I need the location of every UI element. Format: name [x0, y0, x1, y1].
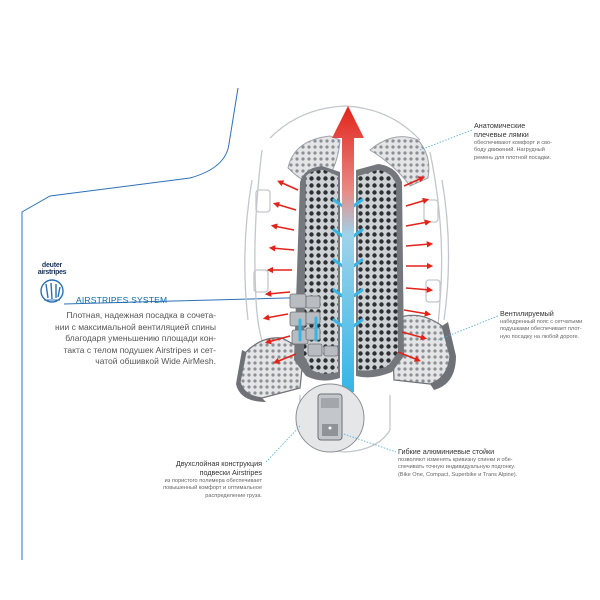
left-hip-belt	[239, 337, 305, 399]
callout-belt-title: Вентилируемый	[500, 309, 554, 318]
callout-shoulder-desc: обеспечивают комфорт и сво- боду движени…	[474, 140, 553, 161]
callout-hip-belt: Вентилируемый набедренный пояс с сетчаты…	[500, 309, 596, 341]
callout-shoulder-straps: Анатомические плечевые лямки обеспечиваю…	[474, 121, 584, 162]
callout-shoulder-title: Анатомические плечевые лямки	[474, 121, 529, 139]
airstripes-logo-icon	[40, 279, 64, 303]
right-hip-belt-edge	[430, 322, 456, 390]
left-hip-belt-edge	[236, 350, 266, 402]
central-air-flow-arrow	[332, 106, 364, 392]
frame-line	[21, 87, 239, 560]
callout-leaders	[265, 129, 499, 463]
callout-aluminium-stays: Гибкие алюминиевые стойки позволяют изме…	[398, 447, 548, 479]
hot-air-exhaust-arrows	[262, 176, 434, 364]
deuter-airstripes-logo: deuter airstripes	[34, 262, 70, 304]
logo-sub: airstripes	[37, 269, 67, 276]
logo-brand: deuter	[41, 262, 63, 269]
callout-stays-title: Гибкие алюминиевые стойки	[398, 447, 495, 456]
aluminium-stay-detail	[295, 383, 365, 453]
right-shoulder-strap	[369, 136, 430, 187]
right-back-pad	[356, 164, 404, 378]
callout-double-desc: из пористого полимера обеспечивает повыш…	[163, 478, 262, 499]
callout-belt-desc: набедренный пояс с сетчатыми подушками о…	[500, 319, 583, 340]
system-title: AIRSTRIPES SYSTEM	[76, 295, 168, 305]
callout-stays-desc: позволяют изменять кривизну спинки и обе…	[398, 457, 518, 478]
callout-double-layer: Двухслойная конструкция подвески Airstri…	[152, 459, 262, 500]
callout-double-title: Двухслойная конструкция подвески Airstri…	[175, 459, 262, 477]
system-description: Плотная, надежная посадка в сочета- нии …	[55, 310, 216, 367]
